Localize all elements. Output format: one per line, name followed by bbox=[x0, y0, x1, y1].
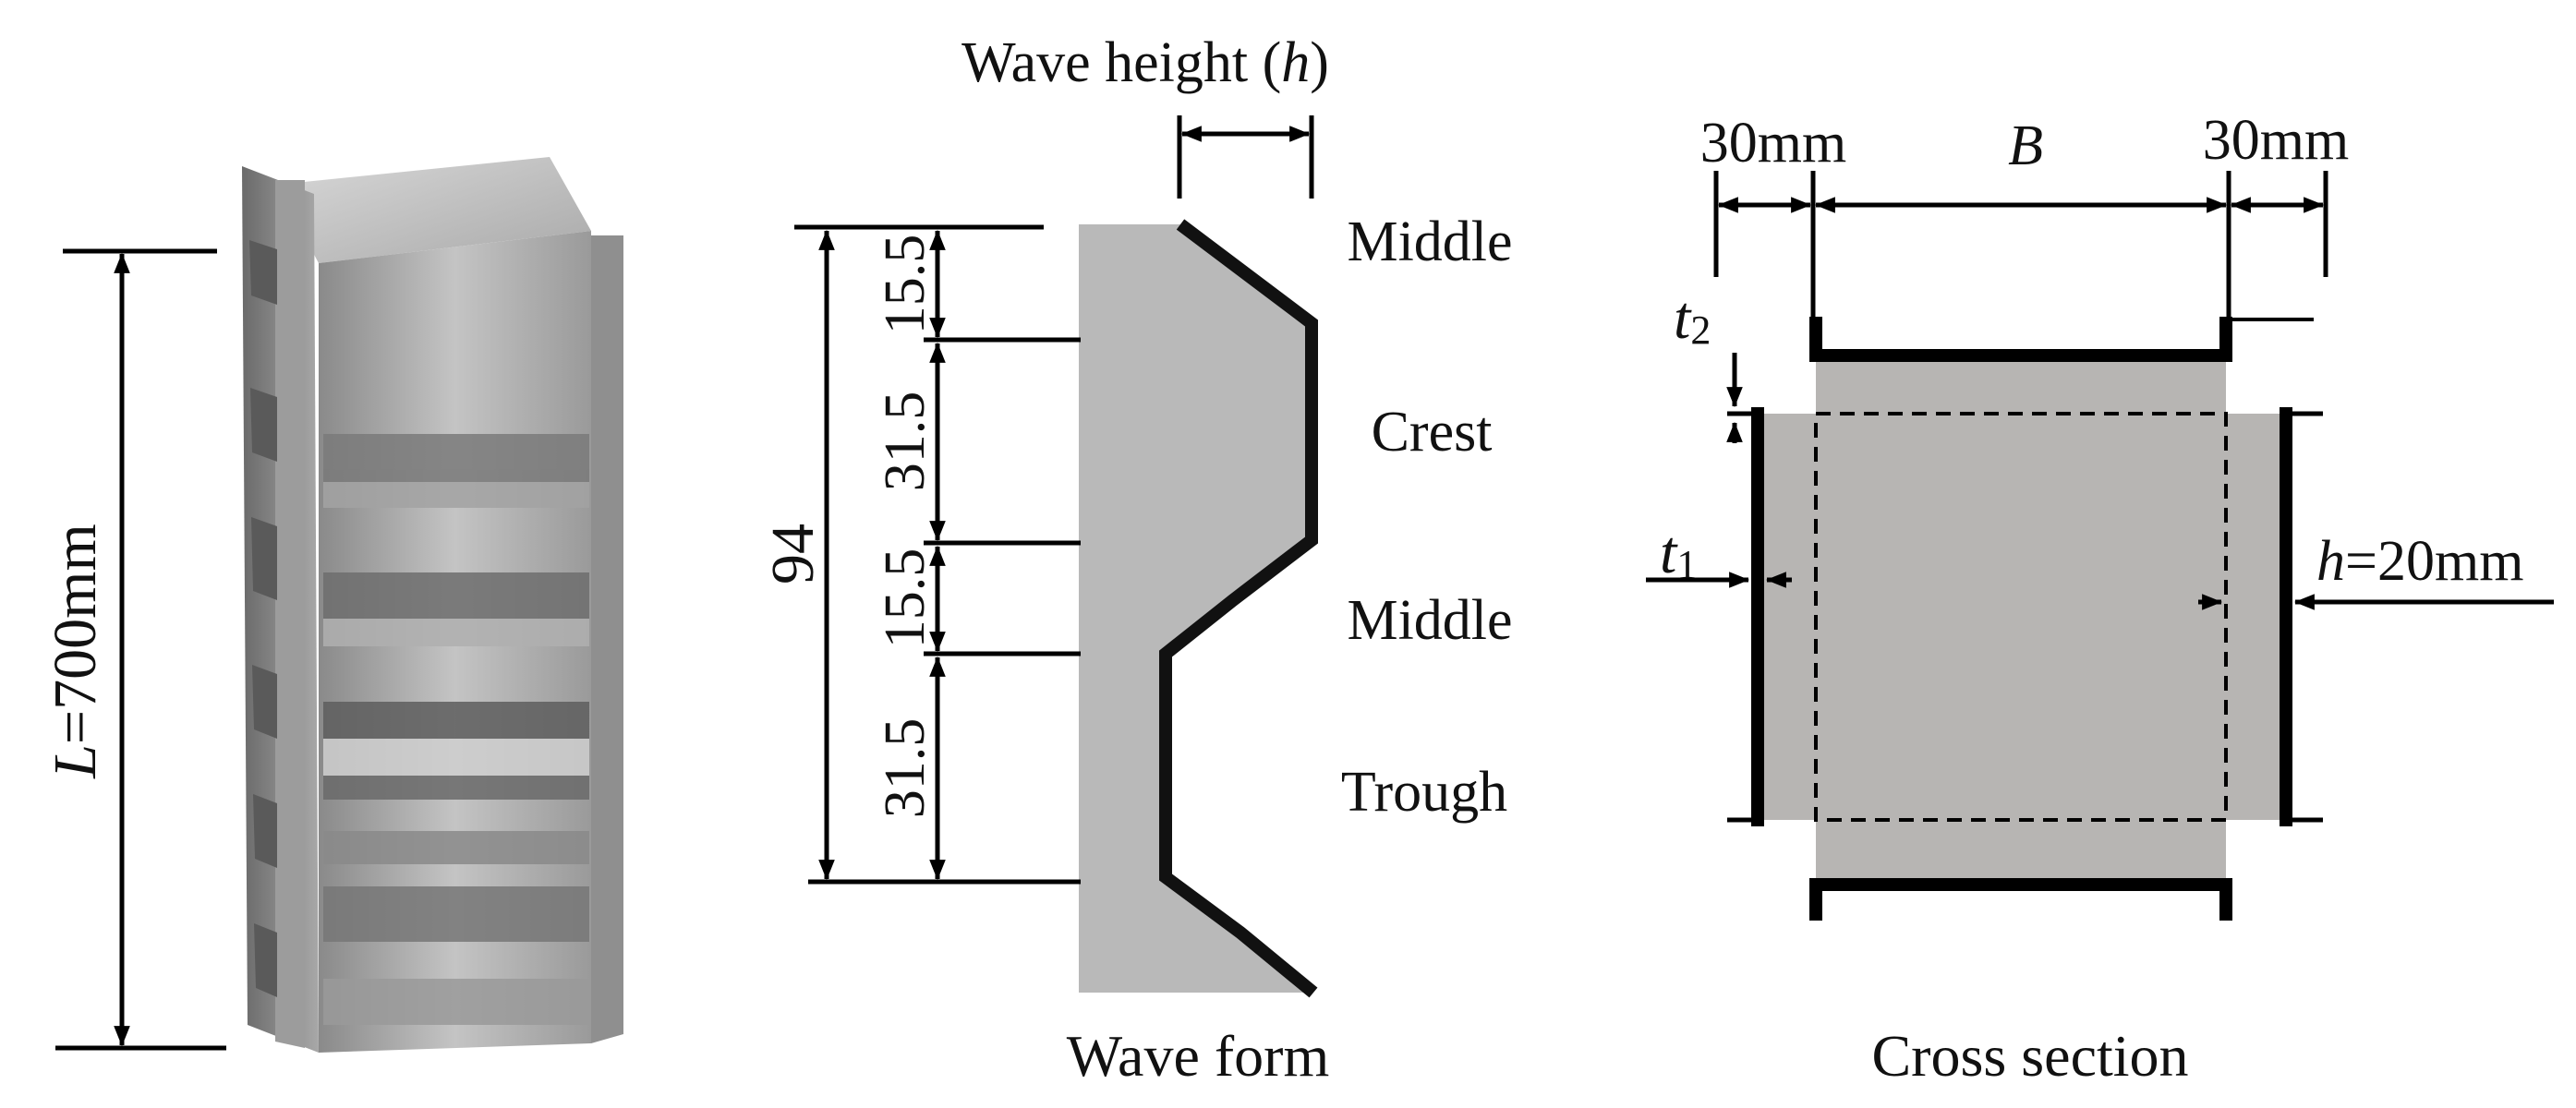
seg2-label: 31.5 bbox=[874, 391, 937, 492]
seg4-label: 31.5 bbox=[874, 718, 937, 819]
column-3d-illustration bbox=[242, 157, 623, 1053]
wave-profile bbox=[1079, 224, 1313, 993]
cross-section-caption: Cross section bbox=[1871, 1023, 2188, 1089]
total-height-label: 94 bbox=[759, 524, 827, 584]
core-outline bbox=[1814, 412, 2228, 822]
length-dimension: L=700mm bbox=[42, 248, 226, 1051]
zone-crest: Crest bbox=[1372, 401, 1493, 464]
length-label: L=700mm bbox=[42, 524, 109, 779]
h-label: h=20mm bbox=[2316, 530, 2523, 593]
zone-middle-top: Middle bbox=[1347, 211, 1512, 273]
wave-height-label: Wave height (h) bbox=[961, 31, 1329, 94]
column-right-flange bbox=[591, 235, 623, 1043]
wave-form-caption: Wave form bbox=[1067, 1023, 1330, 1089]
column-left-flange bbox=[275, 180, 305, 1048]
dim-right-label: 30mm bbox=[2203, 109, 2349, 172]
t1-label: t1 bbox=[1660, 519, 1697, 587]
zone-trough: Trough bbox=[1341, 761, 1507, 824]
t2-label: t2 bbox=[1674, 284, 1711, 353]
cross-section-panel: 30mm B 30mm t2 t1 bbox=[1646, 109, 2554, 1089]
dim-b-label: B bbox=[2008, 114, 2043, 177]
corrugation-bands bbox=[323, 434, 589, 1025]
seg3-label: 15.5 bbox=[874, 548, 937, 649]
zone-middle-bottom: Middle bbox=[1347, 589, 1512, 652]
section-fill bbox=[1758, 355, 2286, 885]
side-ribs bbox=[249, 240, 277, 997]
wave-profile-edge bbox=[1159, 219, 1318, 998]
column-top-face bbox=[277, 157, 591, 263]
wave-form-panel: Wave height (h) 94 15.5 31.5 15.5 31.5 M… bbox=[759, 31, 1513, 1089]
dim-left-label: 30mm bbox=[1700, 112, 1846, 175]
seg1-label: 15.5 bbox=[874, 235, 937, 335]
